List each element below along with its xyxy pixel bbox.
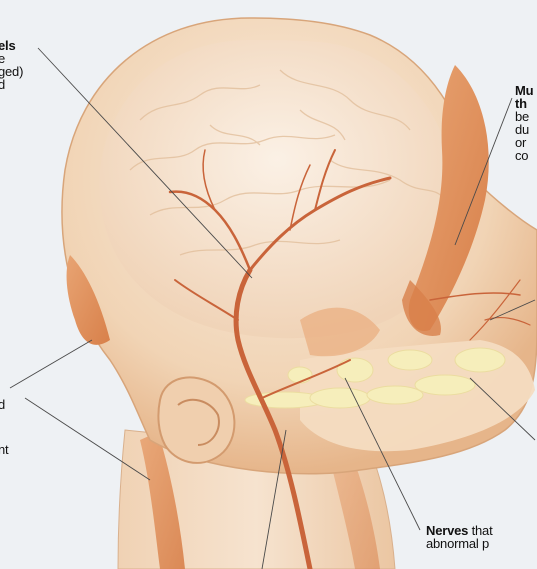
label-left-line1: d — [0, 398, 8, 411]
label-nerves: Nerves that abnormal p — [426, 524, 492, 550]
label-muscles: Mu th be du or co — [515, 84, 533, 162]
brain — [99, 40, 455, 338]
label-blood-vessels-line3: d — [0, 78, 23, 91]
label-muscles-line4: co — [515, 149, 533, 162]
label-blood-vessels: els e ged) d — [0, 39, 23, 91]
label-nerves-line2: abnormal p — [426, 537, 492, 550]
label-left-structure: d nt — [0, 398, 8, 456]
label-left-line2: nt — [0, 443, 8, 456]
